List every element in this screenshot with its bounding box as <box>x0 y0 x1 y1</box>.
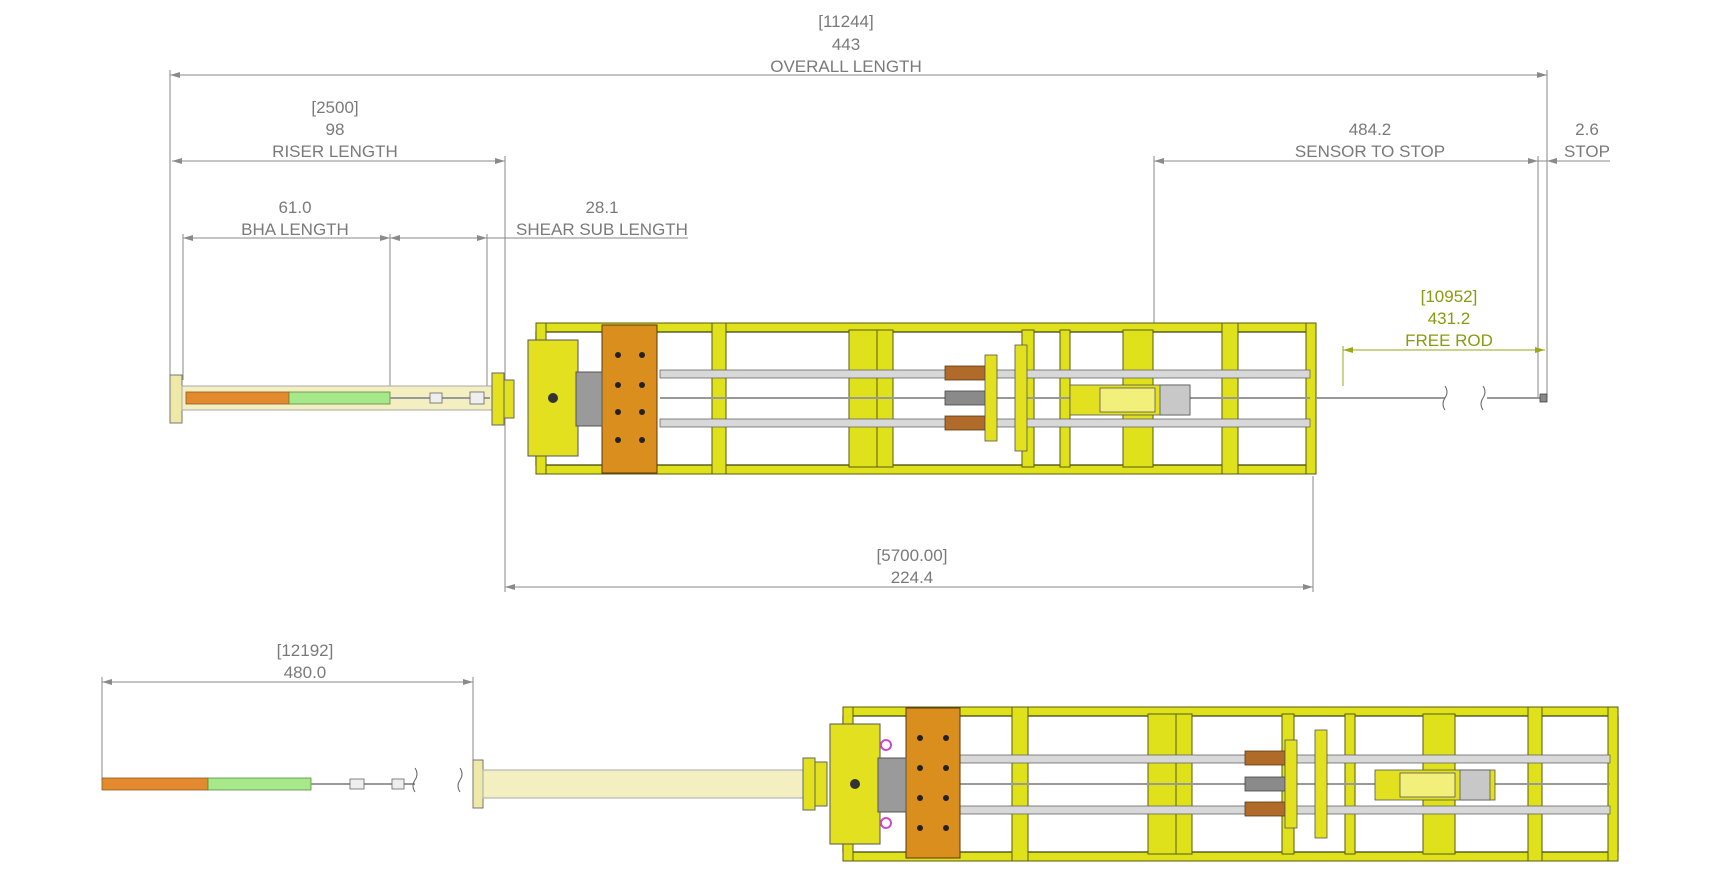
rod-stop <box>1539 393 1548 403</box>
bha-length-dimension: 61.0 BHA LENGTH <box>182 198 391 392</box>
bottom-length-imperial: 480.0 <box>284 663 327 682</box>
riser-flange-right <box>491 372 505 426</box>
riser-assembly <box>169 372 515 426</box>
riser-flange-left <box>169 374 183 424</box>
sensor-to-stop-dimension: 484.2 SENSOR TO STOP <box>1153 120 1539 398</box>
overall-length-metric: [11244] <box>818 12 873 31</box>
bha-section-green <box>288 391 391 405</box>
stop-label: STOP <box>1564 142 1610 161</box>
riser-length-label: RISER LENGTH <box>272 142 398 161</box>
frame-length-imperial: 224.4 <box>891 568 934 587</box>
free-rod-dimension: [10952] 431.2 FREE ROD <box>1342 287 1545 386</box>
riser-length-metric: [2500] <box>311 98 358 117</box>
riser-length-imperial: 98 <box>326 120 345 139</box>
stop-imperial: 2.6 <box>1575 120 1599 139</box>
mounting-plate <box>601 324 658 474</box>
bottom-length-dimension: [12192] 480.0 <box>101 641 474 780</box>
top-assembly <box>169 322 1548 475</box>
overall-length-imperial: 443 <box>832 35 860 54</box>
free-rod-metric: [10952] <box>1421 287 1478 306</box>
lifting-eye-top <box>880 739 892 751</box>
overall-length-label: OVERALL LENGTH <box>770 57 921 76</box>
bottom-section-green <box>207 777 312 791</box>
frame <box>527 322 1548 475</box>
stop-dimension: 2.6 STOP <box>1538 120 1610 164</box>
shear-sub-imperial: 28.1 <box>585 198 618 217</box>
shear-sub-dimension: 28.1 SHEAR SUB LENGTH <box>390 198 688 392</box>
bha-length-label: BHA LENGTH <box>241 220 349 239</box>
bha-section-orange <box>185 391 290 405</box>
overall-length-dimension: [11244] 443 OVERALL LENGTH <box>169 12 1548 398</box>
sensor-to-stop-imperial: 484.2 <box>1349 120 1392 139</box>
bottom-riser-flange-left <box>472 759 484 809</box>
free-rod-imperial: 431.2 <box>1428 309 1471 328</box>
riser-length-dimension: [2500] 98 RISER LENGTH <box>172 98 506 385</box>
bottom-assembly <box>101 706 1619 862</box>
bottom-riser-pipe <box>482 769 804 799</box>
bha-length-imperial: 61.0 <box>278 198 311 217</box>
frame-length-dimension: [5700.00] 224.4 <box>504 400 1314 592</box>
bottom-section-orange <box>101 777 209 791</box>
free-rod-label: FREE ROD <box>1405 331 1493 350</box>
bottom-mounting-plate <box>905 707 961 859</box>
lifting-eye-bottom <box>880 817 892 829</box>
frame-length-metric: [5700.00] <box>877 546 948 565</box>
bottom-length-metric: [12192] <box>277 641 334 660</box>
shear-sub-label: SHEAR SUB LENGTH <box>516 220 688 239</box>
sensor-to-stop-label: SENSOR TO STOP <box>1295 142 1445 161</box>
